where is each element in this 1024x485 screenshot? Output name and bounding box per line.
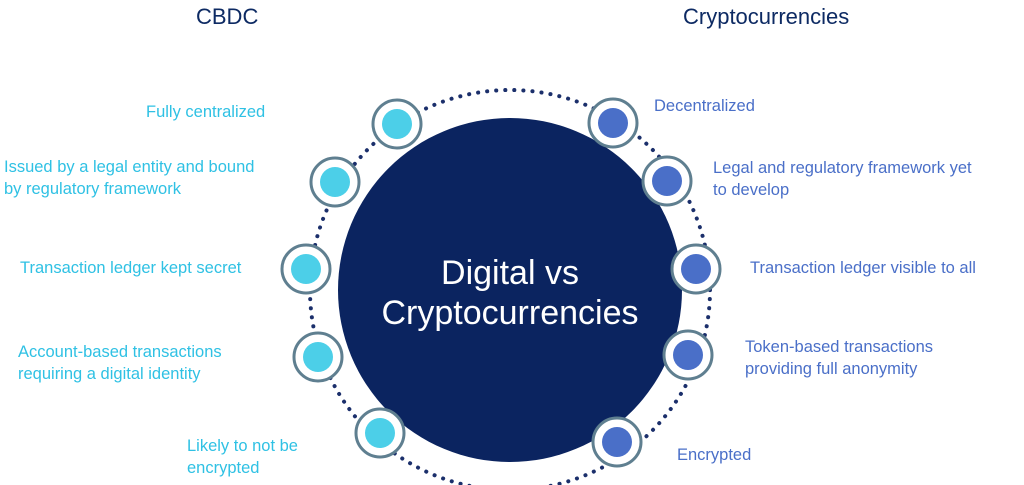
crypto-item-5-line-1: Encrypted [677, 446, 752, 464]
cbdc-item-3: Transaction ledger kept secret [20, 257, 241, 279]
center-title-line-1: Digital vs [441, 254, 579, 292]
crypto-item-2-line-2: to develop [713, 181, 790, 199]
crypto-item-4-line-2: providing full anonymity [745, 360, 918, 378]
cbdc-item-1-line-1: Fully centralized [146, 103, 266, 121]
crypto-node-5 [591, 416, 643, 468]
center-circle [338, 118, 682, 462]
crypto-node-3 [670, 243, 722, 295]
cbdc-item-2-line-2: by regulatory framework [4, 180, 181, 198]
cbdc-item-4-line-1: Account-based transactions [18, 343, 222, 361]
crypto-item-2-line-1: Legal and regulatory framework yet [713, 159, 972, 177]
cbdc-item-4: Account-based transactions requiring a d… [18, 341, 222, 385]
cbdc-node-2 [309, 156, 361, 208]
cbdc-item-2: Issued by a legal entity and bound by re… [4, 156, 254, 200]
crypto-item-1: Decentralized [654, 95, 755, 117]
cbdc-item-1: Fully centralized [146, 101, 265, 123]
crypto-item-1-line-1: Decentralized [654, 97, 755, 115]
cbdc-item-2-line-1: Issued by a legal entity and bound [4, 158, 255, 176]
cbdc-item-3-line-1: Transaction ledger kept secret [20, 259, 242, 277]
center-title-line-2: Cryptocurrencies [381, 294, 639, 332]
cbdc-item-5: Likely to not be encrypted [187, 435, 298, 479]
cbdc-node-5 [354, 407, 406, 459]
cbdc-item-4-line-2: requiring a digital identity [18, 365, 201, 383]
crypto-node-2 [641, 155, 693, 207]
cbdc-item-5-line-2: encrypted [187, 459, 260, 477]
center-title: Digital vs Cryptocurrencies [340, 133, 680, 453]
cryptocurrencies-heading: Cryptocurrencies [683, 4, 850, 29]
cbdc-node-4 [292, 331, 344, 383]
cbdc-node-3 [280, 243, 332, 295]
cbdc-item-5-line-1: Likely to not be [187, 437, 298, 455]
crypto-item-3-line-1: Transaction ledger visible to all [750, 259, 976, 277]
crypto-item-4: Token-based transactions providing full … [745, 336, 933, 380]
crypto-item-4-line-1: Token-based transactions [745, 338, 934, 356]
crypto-node-1 [587, 97, 639, 149]
crypto-item-5: Encrypted [677, 444, 751, 466]
crypto-node-4 [662, 329, 714, 381]
crypto-item-3: Transaction ledger visible to all [750, 257, 976, 279]
cbdc-node-1 [371, 98, 423, 150]
crypto-item-2: Legal and regulatory framework yet to de… [713, 157, 972, 201]
cbdc-heading: CBDC [196, 4, 259, 29]
